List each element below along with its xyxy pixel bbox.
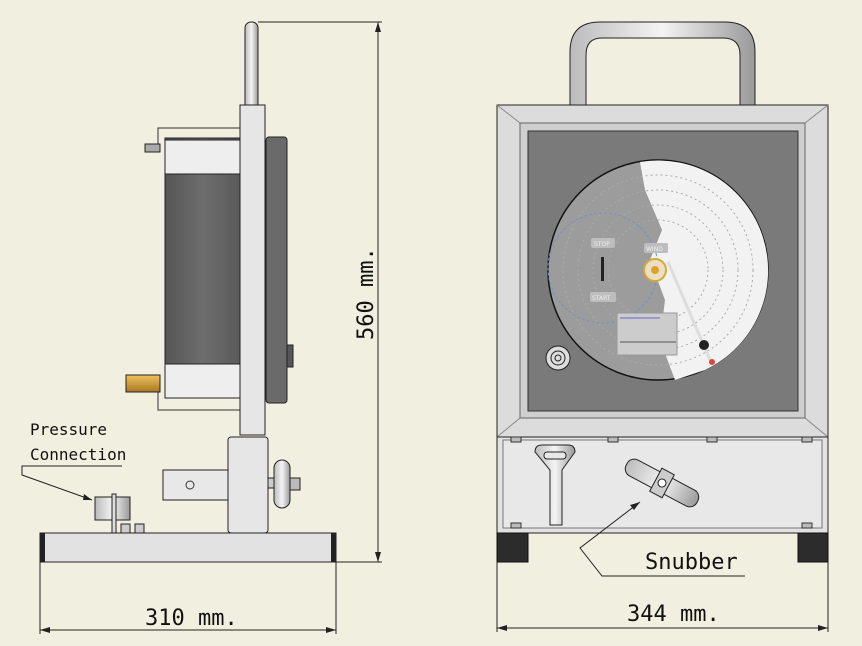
pressure-leader-line — [21, 465, 122, 501]
pressure-connection-callout: Pressure Connection — [21, 420, 126, 501]
clamp-wire-top — [157, 127, 240, 148]
base-bolt-2 — [134, 523, 145, 534]
snubber-callout: Snubber — [579, 501, 745, 577]
locking-knob — [273, 459, 291, 509]
snubber-label: Snubber — [645, 550, 738, 575]
hinge-bumps — [510, 436, 813, 529]
foot-right — [797, 532, 829, 563]
fitting-plate — [111, 493, 117, 534]
stop-label: STOP — [594, 241, 610, 248]
start-label-bg — [590, 292, 616, 302]
snubber-part — [624, 458, 700, 508]
depth-dimension: 310 mm. — [39, 562, 337, 634]
side-arm — [162, 469, 229, 501]
frame-bevel — [496, 104, 829, 438]
info-label — [616, 312, 678, 356]
start-label: START — [592, 295, 611, 302]
handle-rod — [244, 21, 259, 113]
lower-bracket — [227, 436, 269, 534]
snubber-arrow-icon — [630, 502, 640, 510]
brass-fitting — [125, 374, 161, 393]
stop-label-bg — [591, 238, 615, 248]
stop-start-switch[interactable] — [601, 257, 604, 281]
bottom-clamp-band — [164, 363, 241, 399]
width-dimension-text: 344 mm. — [627, 602, 720, 627]
pressure-label-line2: Connection — [30, 445, 126, 464]
top-clamp-band — [164, 139, 241, 175]
base-cap-right — [331, 533, 336, 562]
winding-key[interactable] — [534, 444, 576, 526]
pen-tip — [699, 340, 709, 350]
front-door-side — [265, 136, 288, 404]
door-latch — [286, 344, 294, 368]
clamp-wire-bottom — [157, 390, 240, 411]
carry-handle[interactable] — [569, 21, 756, 111]
mounting-column — [239, 104, 266, 436]
snubber-leader-line — [579, 501, 745, 577]
bolt-top — [144, 143, 161, 153]
door-lock[interactable] — [545, 345, 571, 371]
width-dimension: 344 mm. — [496, 562, 829, 632]
base-plate — [39, 532, 337, 563]
foot-left — [496, 532, 529, 563]
front-view: STOP START WIND — [496, 21, 829, 563]
wind-label: WIND — [646, 246, 663, 253]
knob-nut — [289, 477, 301, 491]
base-cap-left — [40, 533, 45, 562]
height-dimension-text: 560 mm. — [354, 247, 379, 340]
arm-screw — [185, 480, 195, 490]
pressure-arrow-icon — [83, 494, 92, 500]
pen-marker — [709, 359, 715, 365]
pressure-label-line1: Pressure — [30, 420, 107, 439]
recorder-case-side — [164, 137, 241, 399]
wind-label-bg — [644, 243, 668, 253]
depth-dimension-text: 310 mm. — [145, 606, 238, 631]
side-view — [39, 21, 337, 563]
height-dimension: 560 mm. — [258, 21, 382, 563]
base-bolt-1 — [120, 523, 131, 534]
